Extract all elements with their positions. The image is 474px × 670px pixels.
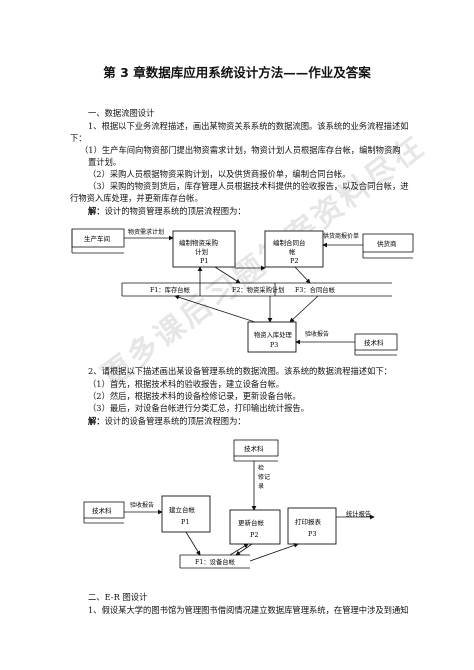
store-row: F1：库存台帐 F2：物资采购计划 F3：合同台帐	[121, 282, 392, 297]
process-p1: 建立台帐 P1	[161, 495, 211, 533]
process-p1-line1: 建立台帐	[169, 505, 196, 514]
q1-step3: （3）采购的物资到货后，库存管理人员根据技术科提供的验收报告，以及合同台帐，进	[88, 181, 409, 191]
entity-supplier-label: 供货商	[377, 239, 397, 248]
q2-answer: 解：设计的设备管理系统的顶层流程图为：	[88, 416, 246, 427]
store-equipment: F1：设备台帐	[179, 554, 250, 569]
q1-answer: 解：设计的物资管理系统的顶层流程图为：	[88, 206, 246, 217]
q1-step1-cont: 置计划。	[88, 157, 122, 167]
process-p3-id: P3	[308, 530, 317, 538]
flow-stats-label: 统计报告	[346, 509, 371, 518]
section-heading: 二、E-R 图设计	[88, 592, 148, 602]
flow-report-label: 验收报告	[305, 330, 329, 338]
process-p3-id: P3	[270, 342, 278, 349]
flow-demand-label: 物资需求计划	[128, 228, 164, 236]
process-p1-id: P1	[181, 518, 190, 526]
process-p2: 编制合同台 帐 P2	[264, 230, 324, 268]
entity-workshop: 生产车间	[71, 228, 125, 254]
process-p1: 编制物资采购 计划 P1	[172, 230, 236, 268]
process-p3: 物资入库处理 P3	[247, 321, 297, 353]
q1-step1: （1）生产车间向物资部门提出物资需求计划，物资计划人员根据库存台帐，编制物资购	[80, 145, 401, 155]
answer-text: 设计的设备管理系统的顶层流程图为：	[104, 416, 246, 426]
entity-tech-top: 技术科	[233, 439, 279, 462]
store-f1: F1：库存台帐	[150, 285, 191, 294]
q1-intro-cont: 下：	[70, 133, 87, 143]
answer-label: 解：	[88, 416, 105, 426]
process-p3: 打印报表 P3	[287, 507, 337, 545]
q1-intro: 1、根据以下业务流程描述，画出某物资关系系统的数据流图。该系统的业务流程描述如	[88, 121, 409, 131]
process-p2: 更新台帐 P2	[229, 509, 281, 545]
entity-tech-label: 技术科	[364, 338, 384, 347]
answer-label: 解：	[88, 206, 105, 216]
section-heading: 一、数据流图设计	[88, 108, 155, 118]
process-p2-line2: 帐	[289, 247, 296, 256]
store-f3: F3：合同台帐	[295, 285, 336, 294]
q2-step1: （1）首先，根据技术科的验收报告，建立设备台帐。	[88, 379, 285, 389]
entity-tech: 技术科	[354, 333, 398, 356]
flow-accept-label: 验收报告	[130, 501, 154, 509]
entity-tech-left: 技术科	[83, 501, 125, 524]
er-q1: 1、假设某大学的图书馆为管理图书借阅情况建立数据库管理系统，在管理中涉及到通知	[88, 605, 409, 615]
process-p2-id: P2	[290, 257, 299, 265]
process-p3-line1: 打印报表	[295, 517, 322, 526]
store-f1: F1：设备台帐	[195, 557, 236, 566]
entity-supplier: 供货商	[362, 233, 414, 259]
answer-text: 设计的物资管理系统的顶层流程图为：	[104, 206, 246, 216]
process-p1-line1: 编制物资采购	[179, 238, 219, 247]
q2-step3: （3）最后，对设备台帐进行分类汇总，打印输出统计报告。	[88, 403, 309, 413]
flow-repair-1: 检	[258, 464, 264, 472]
page-title: 第 3 章数据库应用系统设计方法——作业及答案	[103, 65, 371, 80]
process-p2-line1: 更新台帐	[238, 518, 265, 527]
entity-tech-top-label: 技术科	[244, 444, 264, 453]
process-p1-id: P1	[200, 257, 209, 265]
flow-repair-2: 修记	[258, 473, 270, 481]
q1-step3-cont: 行物资入库处理，并更新库存台帐。	[70, 193, 203, 203]
process-p3-line1: 物资入库处理	[254, 330, 292, 339]
entity-workshop-label: 生产车间	[84, 234, 110, 243]
store-f2: F2：物资采购计划	[232, 285, 284, 294]
process-p2-id: P2	[250, 531, 259, 539]
process-p1-line2: 计划	[195, 247, 208, 256]
entity-tech-left-label: 技术科	[92, 506, 112, 515]
flow-repair-3: 录	[258, 482, 264, 490]
q2-step2: （2）然后，根据技术科的设备检修记录，更新设备台帐。	[88, 391, 301, 401]
process-p2-line1: 编制合同台	[273, 238, 306, 247]
q1-step2: （2）采购人员根据物资采购计划，以及供货商报价单，编制合同台帐。	[88, 169, 351, 179]
q2-intro: 2、请根据以下描述画出某设备管理系统的数据流图。该系统的数据流程描述如下：	[88, 366, 392, 376]
flow-quote-label: 供货商报价单	[323, 232, 359, 240]
